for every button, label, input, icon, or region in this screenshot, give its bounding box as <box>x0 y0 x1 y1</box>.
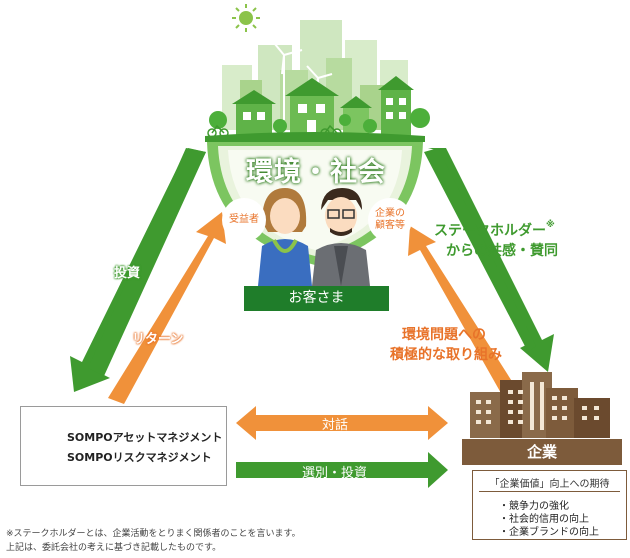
customer-label: お客さま <box>244 286 389 311</box>
sompo-box: SOMPOアセットマネジメント SOMPOリスクマネジメント <box>20 406 227 486</box>
sun-icon <box>232 4 260 32</box>
customers-illustration <box>258 188 370 286</box>
stakeholder-arrow <box>424 148 554 372</box>
environment-arrow <box>408 226 520 402</box>
footnote-stakeholder: ※ステークホルダーとは、企業活動をとりまく関係者のことを言います。 <box>6 529 301 539</box>
return-label: リターン <box>132 332 184 347</box>
society-title: 環境・社会 <box>246 157 386 188</box>
investment-label: 投資 <box>114 266 141 281</box>
expectation-item: ・競争力の強化 <box>499 501 569 512</box>
company-buildings-icon <box>470 372 610 438</box>
stakeholder-label-line1: ステークホルダー※ <box>434 220 555 240</box>
houses <box>232 76 414 136</box>
return-arrow <box>108 212 226 404</box>
expectation-item: ・社会的信用の向上 <box>499 514 589 525</box>
customer-of-company-bubble: 企業の 顧客等 <box>368 198 412 242</box>
stakeholder-text: ステークホルダー <box>434 223 546 239</box>
selection-label: 選別・投資 <box>302 466 368 481</box>
sompo-risk-management: SOMPOリスクマネジメント <box>67 451 212 464</box>
trees <box>209 108 430 133</box>
environment-label-line2: 積極的な取り組み <box>390 347 502 363</box>
environment-label-line1: 環境問題への <box>402 327 486 343</box>
investment-arrow <box>70 148 206 392</box>
beneficiary-bubble: 受益者 <box>222 198 266 242</box>
company-label: 企業 <box>462 439 622 465</box>
footnote-disclaimer: 上記は、委託会社の考えに基づき記載したものです。 <box>6 543 222 553</box>
stakeholder-footnote-mark: ※ <box>546 220 555 230</box>
dialogue-arrow <box>236 406 448 440</box>
sompo-asset-management: SOMPOアセットマネジメント <box>67 431 223 444</box>
expectation-item: ・企業ブランドの向上 <box>499 527 599 538</box>
stakeholder-label-line2: からの共感・賛同 <box>446 243 558 259</box>
dialogue-label: 対話 <box>322 418 349 433</box>
expectation-divider <box>479 491 620 492</box>
selection-arrow <box>236 452 448 488</box>
expectation-box: 「企業価値」向上への期待 ・競争力の強化 ・社会的信用の向上 ・企業ブランドの向… <box>472 470 627 540</box>
expectation-title: 「企業価値」向上への期待 <box>489 479 610 490</box>
